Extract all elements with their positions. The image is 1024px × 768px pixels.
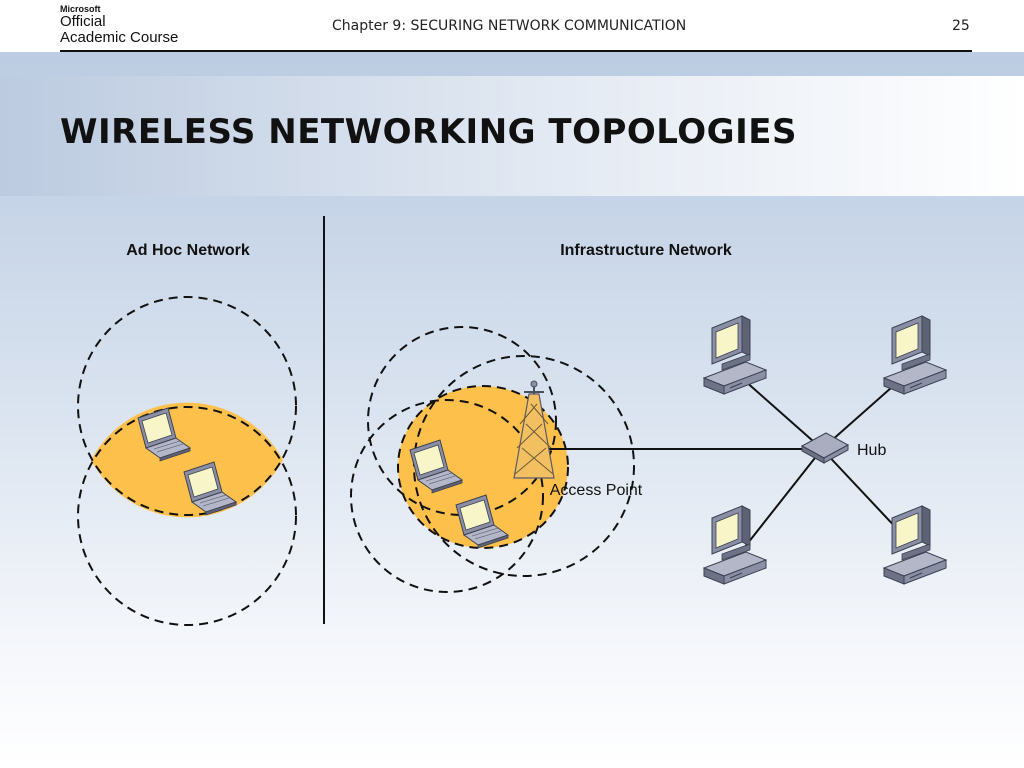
chapter-title: Chapter 9: SECURING NETWORK COMMUNICATIO… xyxy=(332,18,687,34)
access-point-label: Access Point xyxy=(550,482,643,499)
slide-header: Microsoft Official Academic Course Chapt… xyxy=(0,0,1024,52)
coverage-circle-top xyxy=(367,326,557,516)
desktop-computer-icon xyxy=(703,315,767,395)
hub-icon xyxy=(800,432,850,464)
slide-title: WIRELESS NETWORKING TOPOLOGIES xyxy=(60,112,797,152)
desktop-computer-icon xyxy=(703,505,767,585)
desktop-computer-icon xyxy=(883,315,947,395)
adhoc-coverage-circle-top xyxy=(77,296,297,516)
infrastructure-network-label: Infrastructure Network xyxy=(560,242,732,259)
page-number: 25 xyxy=(952,18,970,34)
hub-link-bottom-right xyxy=(821,448,901,533)
microsoft-official-academic-course-logo: Microsoft Official Academic Course xyxy=(60,4,179,46)
title-band xyxy=(0,76,1024,196)
hub-link-bottom-left xyxy=(743,448,823,549)
hub-link-top-left xyxy=(743,379,823,450)
adhoc-network-label: Ad Hoc Network xyxy=(126,242,250,259)
access-point-tower-icon xyxy=(513,380,555,479)
coverage-outline-access-point xyxy=(397,385,569,549)
desktop-computer-icon xyxy=(883,505,947,585)
adhoc-coverage-circle-bottom xyxy=(77,406,297,626)
adhoc-overlap-region xyxy=(91,402,283,518)
hub-label: Hub xyxy=(857,442,886,459)
coverage-circle-left xyxy=(350,399,544,593)
header-divider xyxy=(60,50,972,52)
